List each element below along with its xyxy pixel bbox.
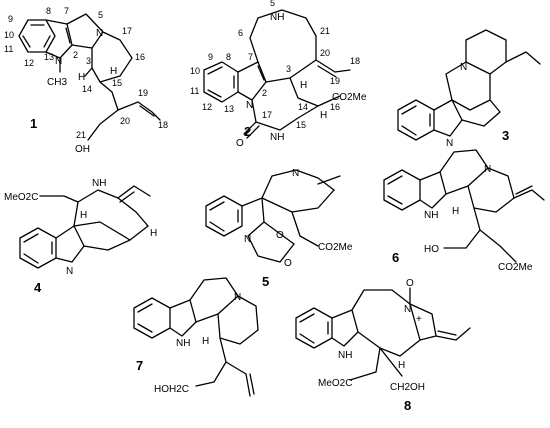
- c2-num-12: 12: [202, 102, 212, 112]
- compound-1-n-atom: N: [96, 28, 103, 39]
- compound-8-label: 8: [404, 398, 411, 413]
- compound-8-ester-group: MeO2C: [318, 378, 352, 389]
- c2-num-19: 19: [330, 76, 340, 86]
- compound-2-ester-group: CO2Me: [332, 92, 367, 103]
- compound-8-oxide-o: O: [406, 278, 414, 289]
- c2-num-3: 3: [286, 64, 291, 74]
- compound-3-structure: N N 3: [397, 29, 541, 149]
- c1-num-14: 14: [82, 84, 92, 94]
- compound-8-structure: NH N O + H MeO2C CH2OH 8: [295, 278, 471, 413]
- compound-2-amide-nh: NH: [270, 132, 284, 143]
- compound-6-label: 6: [392, 250, 399, 265]
- compound-7-n-atom: N: [234, 292, 241, 303]
- compound-1-oh-group: OH: [75, 144, 90, 155]
- c2-num-8: 8: [226, 52, 231, 62]
- c2-num-5: 5: [270, 0, 275, 8]
- compound-1-methyl-label: CH3: [47, 77, 67, 88]
- c2-num-6: 6: [238, 28, 243, 38]
- compound-6-structure: NH N H HO CO2Me 6: [383, 149, 545, 273]
- c2-num-10: 10: [190, 66, 200, 76]
- c1-num-13: 13: [44, 52, 54, 62]
- c1-num-18: 18: [158, 120, 168, 130]
- c1-num-15: 15: [112, 78, 122, 88]
- compound-5-indoline-n-atom: N: [244, 234, 251, 245]
- compound-3-imine-n-atom: N: [446, 138, 453, 149]
- c1-num-19: 19: [138, 88, 148, 98]
- compound-1-h-atom: H: [78, 72, 85, 83]
- compound-6-h-atom: H: [452, 206, 459, 217]
- compound-6-nh-group: NH: [424, 210, 438, 221]
- compound-5-label: 5: [262, 274, 269, 289]
- compound-3-n-atom: N: [460, 62, 467, 73]
- compound-1-numbering: 9 10 11 12 8 13 7 2 5 3 17 16 14 15 20 1…: [4, 6, 168, 140]
- c2-num-20: 20: [320, 48, 330, 58]
- compound-4-label: 4: [34, 280, 42, 295]
- c1-num-12: 12: [24, 58, 34, 68]
- c2-num-14: 14: [298, 102, 308, 112]
- compound-5-ester-group: CO2Me: [318, 242, 353, 253]
- compound-5-structure: N N O O CO2Me 5: [205, 168, 353, 289]
- compound-2-carbonyl-o: O: [236, 138, 244, 149]
- c1-num-9: 9: [8, 14, 13, 24]
- compound-1-label: 1: [30, 116, 37, 131]
- compound-1-h15-atom: H: [110, 66, 117, 77]
- c2-num-11: 11: [190, 86, 199, 96]
- compound-7-hoh2c-group: HOH2C: [154, 384, 189, 395]
- c2-num-15: 15: [296, 120, 306, 130]
- compound-8-nh-group: NH: [338, 350, 352, 361]
- c1-num-17: 17: [122, 26, 132, 36]
- c1-num-8: 8: [46, 6, 51, 16]
- compound-7-label: 7: [136, 358, 143, 373]
- c1-num-2: 2: [73, 50, 78, 60]
- compound-6-n-atom: N: [484, 164, 491, 175]
- c1-num-20: 20: [120, 116, 130, 126]
- c2-num-2: 2: [262, 88, 267, 98]
- compound-8-n-atom: N: [404, 304, 411, 315]
- compound-2-h3-atom: H: [300, 80, 307, 91]
- c2-num-17: 17: [262, 110, 272, 120]
- compound-4-h1-atom: H: [80, 210, 87, 221]
- c1-num-10: 10: [4, 30, 14, 40]
- c1-num-5: 5: [98, 10, 103, 20]
- compound-6-ho-group: HO: [424, 244, 439, 255]
- c1-num-21: 21: [76, 130, 86, 140]
- compound-6-ester-group: CO2Me: [498, 262, 533, 273]
- compound-2-nh-group: NH: [270, 12, 284, 23]
- compound-1-structure: N N CH3 H H OH 9 10 11 12 8 13 7 2 5 3 1…: [4, 6, 168, 155]
- compound-5-o1-atom: O: [276, 230, 284, 241]
- compound-2-label: 2: [244, 124, 251, 139]
- c1-num-7: 7: [64, 6, 69, 16]
- c2-num-13: 13: [224, 104, 234, 114]
- compound-4-ester-group: MeO2C: [4, 192, 38, 203]
- compound-4-h2-atom: H: [150, 228, 157, 239]
- compound-2-h16-atom: H: [320, 110, 327, 121]
- compound-7-nh-group: NH: [176, 338, 190, 349]
- compound-3-label: 3: [502, 128, 509, 143]
- compound-4-structure: MeO2C NH N H H 4: [4, 178, 157, 295]
- c1-num-11: 11: [4, 44, 13, 54]
- c2-num-21: 21: [320, 26, 330, 36]
- c1-num-3: 3: [86, 56, 91, 66]
- compound-4-nh-group: NH: [92, 178, 106, 189]
- compound-7-structure: NH N H HOH2C 7: [133, 277, 259, 397]
- compound-7-h-atom: H: [202, 336, 209, 347]
- compound-2-structure: NH N NH O H H CO2Me 6 5 7 8 9 10 11 12 1…: [190, 0, 367, 149]
- c1-num-16: 16: [135, 52, 145, 62]
- c2-num-18: 18: [350, 56, 360, 66]
- c2-num-16: 16: [330, 102, 340, 112]
- c2-num-7: 7: [248, 52, 253, 62]
- compound-8-positive-charge: +: [416, 314, 422, 325]
- compound-2-indole-n-atom: N: [246, 100, 253, 111]
- compound-1-indole-n-atom: N: [55, 56, 62, 67]
- compound-4-imine-n-atom: N: [66, 266, 73, 277]
- compound-2-numbering: 6 5 7 8 9 10 11 12 13 2 3 21 20 19 18 14…: [190, 0, 360, 130]
- c2-num-9: 9: [208, 52, 213, 62]
- compound-5-n-atom: N: [292, 168, 299, 179]
- compound-8-h-atom: H: [398, 360, 405, 371]
- compound-5-o2-atom: O: [284, 258, 292, 269]
- compound-8-ch2oh-group: CH2OH: [390, 382, 425, 393]
